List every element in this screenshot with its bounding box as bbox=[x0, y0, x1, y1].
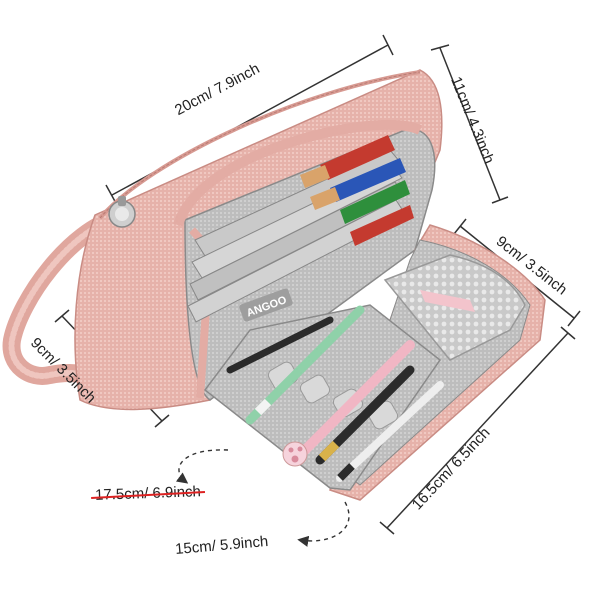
colored-pencils bbox=[187, 135, 414, 323]
handle-arrows bbox=[175, 449, 350, 547]
pen-compartment bbox=[203, 304, 444, 491]
old-handle-length-label: 17.5cm/ 6.9inch bbox=[94, 483, 202, 504]
